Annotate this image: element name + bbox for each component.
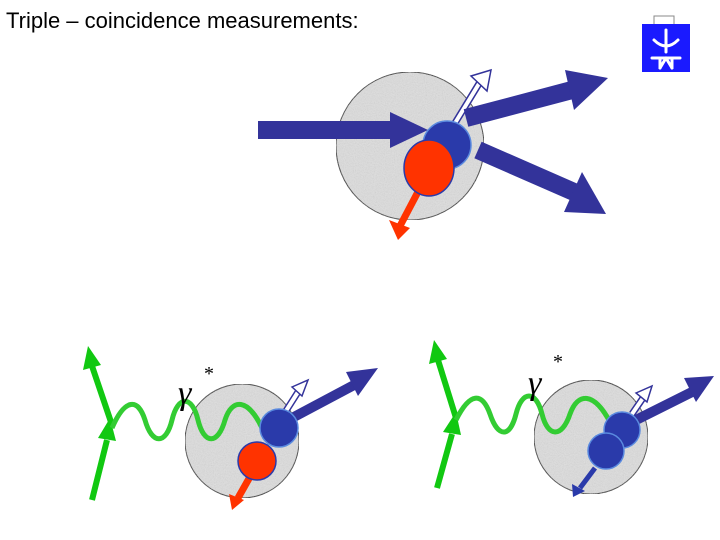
neutron-momentum-arrow bbox=[572, 466, 597, 497]
hadron-induced-diagram bbox=[258, 68, 608, 240]
electron-scattering-pn-diagram: γ * bbox=[429, 340, 714, 497]
photon-label: γ bbox=[528, 365, 543, 402]
outgoing-hadron-arrow bbox=[633, 376, 714, 425]
incoming-electron-line bbox=[434, 412, 461, 489]
outgoing-hadron-arrow-upper bbox=[463, 70, 608, 127]
proton-momentum-arrow bbox=[389, 186, 424, 240]
virtual-photon-line bbox=[453, 393, 613, 435]
photon-label-star: * bbox=[553, 351, 563, 373]
hollow-arrow bbox=[629, 384, 654, 416]
incoming-electron-line bbox=[89, 418, 116, 501]
scattered-electron-line bbox=[83, 346, 115, 426]
hollow-arrow bbox=[449, 68, 492, 130]
virtual-photon-line bbox=[109, 398, 265, 442]
slide-title: Triple – coincidence measurements: bbox=[6, 8, 359, 33]
photon-label-star: * bbox=[204, 363, 214, 385]
outgoing-hadron-arrow bbox=[289, 368, 378, 423]
outgoing-hadron-arrow-lower bbox=[474, 141, 606, 214]
incoming-hadron-arrow bbox=[258, 112, 428, 148]
neutron bbox=[587, 432, 625, 470]
scattered-electron-line bbox=[429, 340, 459, 419]
nucleus bbox=[533, 379, 649, 495]
nucleon-knockout bbox=[259, 408, 299, 448]
photon-label: γ bbox=[178, 375, 193, 412]
university-logo bbox=[642, 15, 690, 72]
proton bbox=[403, 139, 455, 197]
proton bbox=[237, 441, 277, 481]
university-emblem-icon bbox=[650, 28, 682, 70]
electron-scattering-pp-diagram: γ * bbox=[83, 346, 378, 510]
